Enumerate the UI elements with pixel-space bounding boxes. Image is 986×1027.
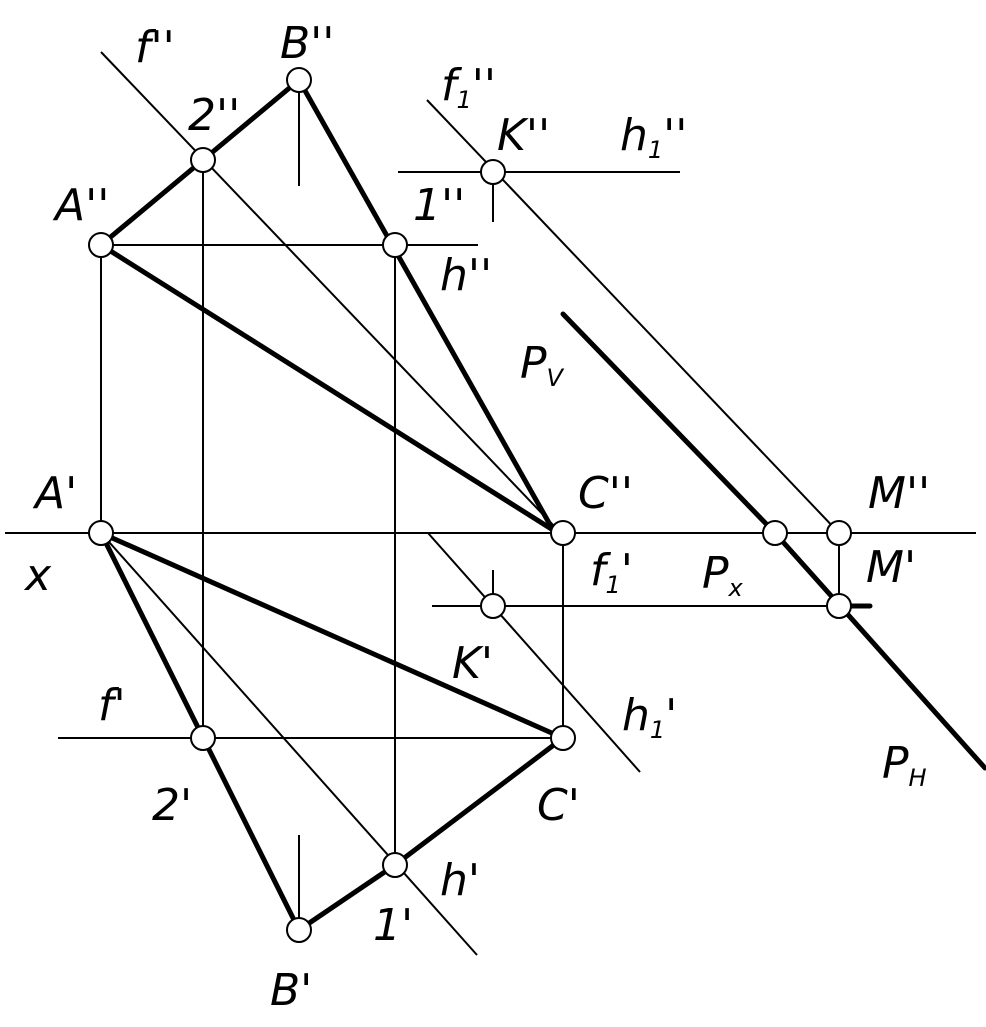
point-m-pp [826, 520, 852, 546]
plane-trace-ph [772, 530, 986, 771]
label-b-p: B' [270, 965, 312, 1016]
point-c-pp [550, 520, 576, 546]
triangle-frontal-bc [296, 77, 556, 533]
label-k-pp: K'' [497, 110, 550, 161]
triangle-frontal-ac [98, 242, 556, 533]
label-pv: PV [520, 338, 565, 392]
label-b-pp: B'' [280, 18, 334, 69]
point-c-p [550, 725, 576, 751]
point-2-pp [190, 147, 216, 173]
label-h1-p: h1' [622, 690, 677, 744]
point-1-p [382, 852, 408, 878]
label-ph: PH [882, 738, 927, 792]
point-2-p [190, 725, 216, 751]
plane-trace-pv [560, 311, 778, 536]
point-b-pp [286, 67, 312, 93]
label-1-p: 1' [373, 900, 413, 951]
point-k-p [480, 593, 506, 619]
line-h1-p [427, 532, 641, 773]
frontal-line-f-pp [100, 51, 554, 526]
label-x: x [23, 550, 52, 601]
label-h-p: h' [440, 855, 480, 906]
triangle-horizontal-ac [98, 530, 566, 741]
label-m-pp: M'' [868, 468, 930, 519]
label-k-p: K' [452, 638, 493, 689]
label-m-p: M' [866, 542, 916, 593]
point-b-p [286, 917, 312, 943]
point-k-pp [480, 159, 506, 185]
point-px [762, 520, 788, 546]
point-m-p [826, 593, 852, 619]
point-1-pp [382, 232, 408, 258]
label-a-pp: A'' [52, 180, 109, 231]
triangle-horizontal-bc [296, 735, 566, 933]
label-a-p: A' [32, 468, 77, 519]
label-c-pp: C'' [578, 468, 633, 519]
label-c-p: C' [537, 780, 580, 831]
frontal-line-h-p [100, 532, 478, 956]
label-h1-pp: h1'' [620, 110, 687, 164]
label-f1-p: f1' [590, 545, 633, 599]
point-a-pp [88, 232, 114, 258]
label-2-p: 2' [152, 780, 192, 831]
label-f1-pp: f1'' [441, 60, 496, 114]
point-a-p [88, 520, 114, 546]
label-1-pp: 1'' [413, 180, 465, 231]
label-2-pp: 2'' [188, 90, 240, 141]
label-px: Px [702, 548, 744, 602]
label-h-pp: h'' [440, 250, 492, 301]
label-f-pp: f'' [135, 22, 175, 73]
label-f-p: f' [98, 680, 126, 731]
